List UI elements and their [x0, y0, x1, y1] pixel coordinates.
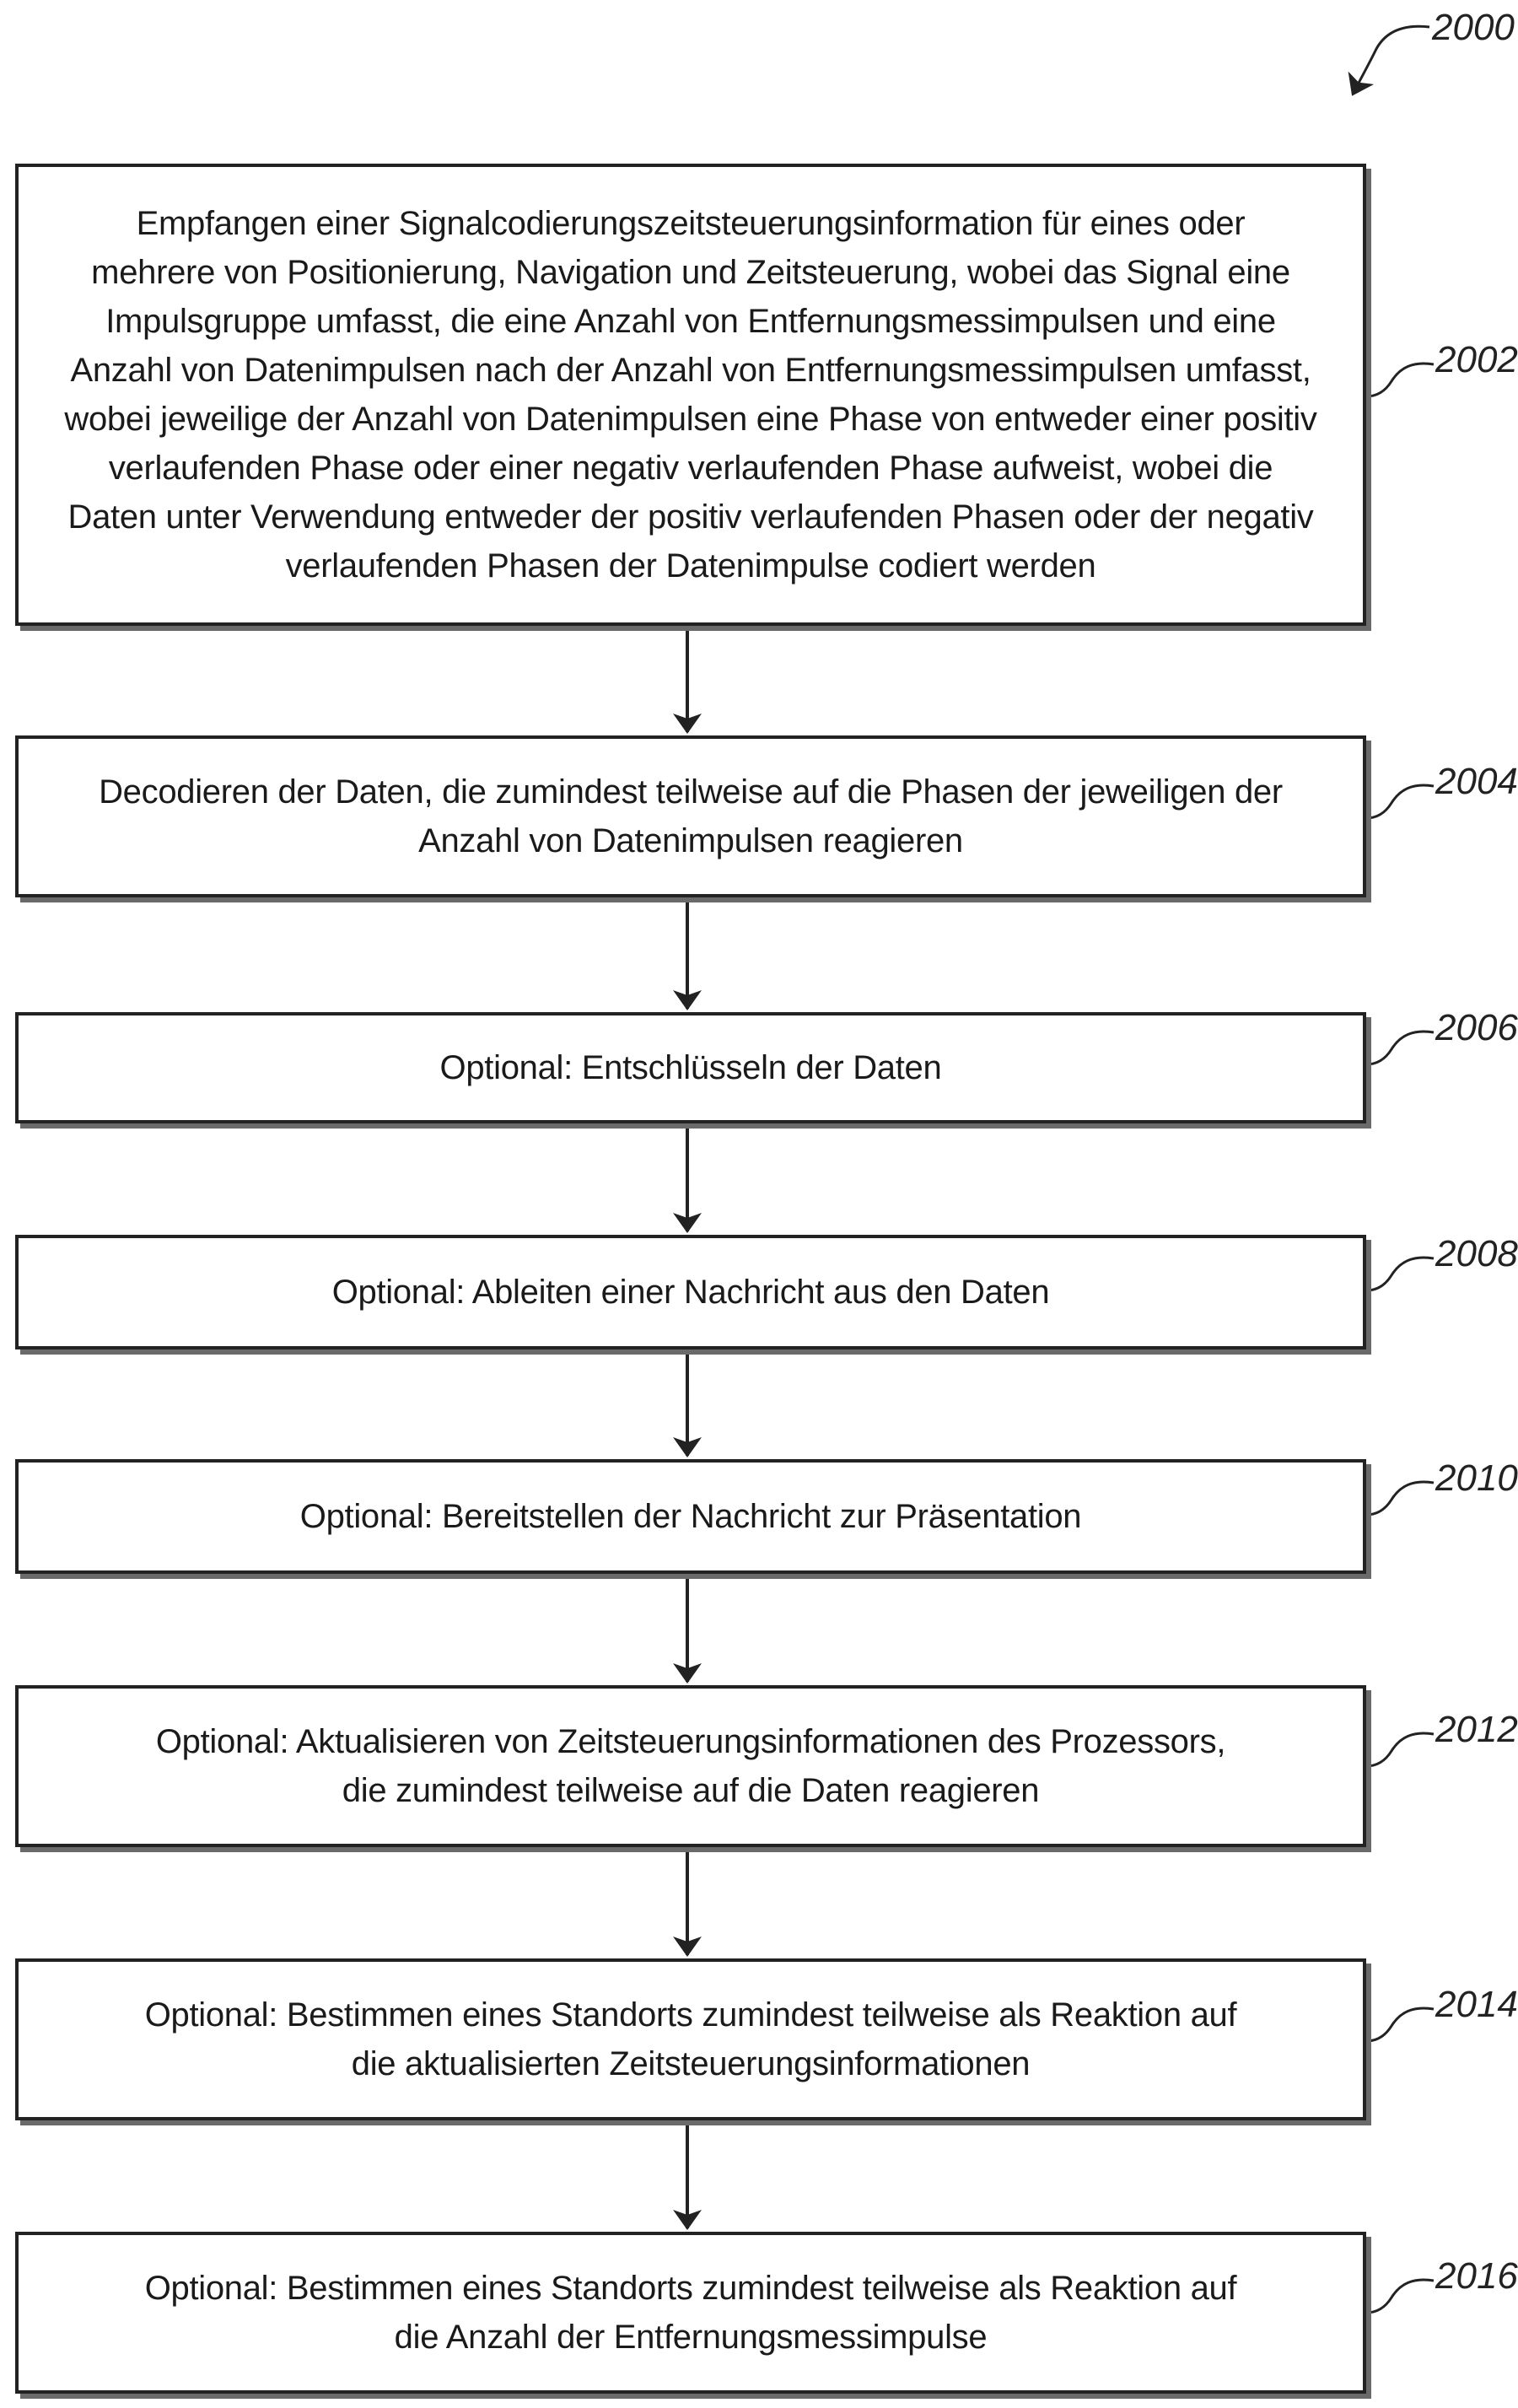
step-ref-label: 2012 [1435, 1709, 1518, 1751]
leader-2008 [1366, 1258, 1434, 1290]
step-ref-label: 2006 [1435, 1007, 1518, 1049]
step-box-determine-location-ranging: Optional: Bestimmen eines Standorts zumi… [15, 2232, 1366, 2394]
step-text: Decodieren der Daten, die zumindest teil… [99, 768, 1283, 865]
step-box-update-timing: Optional: Aktualisieren von Zeitsteuerun… [15, 1685, 1366, 1847]
step-text: Optional: Ableiten einer Nachricht aus d… [332, 1268, 1050, 1317]
step-ref-label: 2014 [1435, 1984, 1518, 2026]
step-ref-label: 2008 [1435, 1233, 1518, 1275]
step-text: Optional: Aktualisieren von Zeitsteuerun… [156, 1717, 1225, 1815]
leader-2016 [1366, 2280, 1434, 2313]
step-box-decrypt-data: Optional: Entschlüsseln der Daten [15, 1012, 1366, 1123]
step-box-receive-signal: Empfangen einer Signalcodierungszeitsteu… [15, 164, 1366, 626]
step-ref-label: 2002 [1435, 339, 1518, 381]
leader-2014 [1366, 2008, 1434, 2041]
step-ref-label: 2016 [1435, 2255, 1518, 2298]
step-box-determine-location-timing: Optional: Bestimmen eines Standorts zumi… [15, 1958, 1366, 2120]
figure-ref-label: 2000 [1432, 7, 1515, 49]
step-ref-label: 2010 [1435, 1457, 1518, 1500]
step-box-derive-message: Optional: Ableiten einer Nachricht aus d… [15, 1235, 1366, 1349]
leader-2002 [1366, 364, 1434, 396]
step-text: Optional: Bereitstellen der Nachricht zu… [300, 1492, 1082, 1541]
leader-2006 [1366, 1032, 1434, 1064]
step-text: Optional: Bestimmen eines Standorts zumi… [145, 1991, 1237, 2088]
leader-2004 [1366, 785, 1434, 818]
step-text: Optional: Bestimmen eines Standorts zumi… [145, 2264, 1237, 2362]
leader-2012 [1366, 1733, 1434, 1766]
figure-ref-leader [1353, 26, 1429, 94]
leader-2010 [1366, 1482, 1434, 1515]
step-text: Empfangen einer Signalcodierungszeitsteu… [64, 199, 1316, 590]
step-box-decode-data: Decodieren der Daten, die zumindest teil… [15, 735, 1366, 897]
step-ref-label: 2004 [1435, 761, 1518, 803]
step-text: Optional: Entschlüsseln der Daten [440, 1043, 942, 1092]
step-box-present-message: Optional: Bereitstellen der Nachricht zu… [15, 1459, 1366, 1574]
